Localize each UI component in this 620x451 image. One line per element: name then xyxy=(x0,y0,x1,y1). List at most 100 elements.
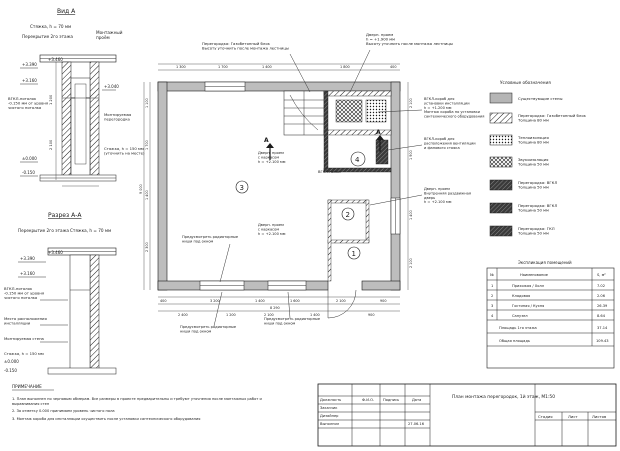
va-lv-3160: +3.160 xyxy=(22,78,37,83)
dim-b3-3: 2 100 xyxy=(264,313,274,317)
expl-r4-area: 8.64 xyxy=(597,314,606,318)
note-gkl-box2-l3: и фанового стояка xyxy=(424,146,460,150)
room-4-label: 4 xyxy=(355,156,360,164)
view-a-mount-hole-l1: Монтажный xyxy=(96,30,123,35)
note-door-inner-l4: h = +2.100 мм xyxy=(424,200,452,204)
notes-line-2: выравнивания стен xyxy=(12,402,50,406)
va-dim-2100: 2 100 xyxy=(49,139,53,150)
notes-block: ПРИМЕЧАНИЕ 1. План выполнен по черновым … xyxy=(12,384,263,421)
saa-lv-3390: +3.390 xyxy=(20,256,35,261)
staircase xyxy=(283,90,325,136)
view-a-detail: Вид А Стяжка, h = 70 мм Перекрытие 2го э… xyxy=(8,8,145,187)
note-heater3-l1: Предусмотреть радиаторные xyxy=(264,317,321,321)
note-opening-top: Дверн. проем h = +1.900 мм Высоту уточни… xyxy=(366,32,453,46)
dim-right-1: 2 100 xyxy=(409,98,413,108)
legend-label-4: Звукоизоляция Толщина 50 мм xyxy=(517,157,550,166)
va-gkl-ceiling: ВГКЛ-потолок -0.150 мм от уровня чистого… xyxy=(8,96,49,110)
expl-header-no: № xyxy=(490,273,494,277)
note-door2-l3: h = +2.100 мм xyxy=(258,232,286,236)
dimensions-left: 1 100 1 700 1 400 2 300 9 000 xyxy=(139,82,151,290)
va-lv-0000: ±0.000 xyxy=(22,156,37,161)
section-letter-left: А xyxy=(264,137,269,144)
legend-label-6-l1: Перегородка: ВГКЛ xyxy=(518,203,557,208)
bathroom-room: 4 xyxy=(323,90,392,173)
va-lv-3040: +3.040 xyxy=(104,84,119,89)
legend-swatch-4 xyxy=(489,156,513,168)
note-door1-l3: h = +2.100 мм xyxy=(258,160,286,164)
dim-b1-5: 2 100 xyxy=(336,299,346,303)
va-gkl-ceiling-l2: -0.150 мм от уровня xyxy=(8,101,48,106)
dim-top-2: 1 700 xyxy=(218,65,228,69)
legend-label-3-l2: Толщина 80 мм xyxy=(517,139,549,144)
note-heater2-l2: ниши под окном xyxy=(180,329,212,333)
expl-r3-no: 3 xyxy=(491,304,493,308)
va-screed-floor-l1: Стяжка, h = 150 мм xyxy=(104,146,144,151)
legend-swatch-2 xyxy=(489,112,513,124)
note-door1: Дверн. проем с каркасом h = +2.100 мм xyxy=(258,151,286,164)
legend-label-4-l2: Толщина 50 мм xyxy=(517,161,549,166)
legend-swatch-3 xyxy=(489,134,513,146)
stamp-date-label: Дата xyxy=(412,398,421,402)
legend-label-6-l2: Толщина 50 мм xyxy=(517,207,549,212)
dim-top-4: 1 800 xyxy=(340,65,350,69)
note-gkl-shelf: ВГКЛ-полки xyxy=(318,170,341,174)
stamp-executor-label: Выполнил xyxy=(320,422,339,426)
saa-riser: Место расположения инсталляции xyxy=(4,316,48,326)
legend-label-2-l2: Толщина 80 мм xyxy=(517,117,549,122)
section-aa-title: Разрез А-А xyxy=(48,212,82,219)
expl-r2-no: 2 xyxy=(491,294,493,298)
note-door-inner-l2: Внутренняя раздвижная xyxy=(424,191,471,195)
expl-r1-name: Прихожая / Холл xyxy=(512,284,544,288)
notes-line-3: 2. За отметку 0.000 принимаем уровень чи… xyxy=(12,409,115,413)
view-a-overlap: Перекрытие 2го этажа xyxy=(22,34,73,39)
legend-label-3: Теплоизоляция Толщина 80 мм xyxy=(517,135,550,144)
notes-line-4: 3. Монтаж короба для инсталляции осущест… xyxy=(12,417,200,421)
note-opening-top-l1: Дверн. проем xyxy=(366,32,393,37)
entrance-door-swing xyxy=(327,289,357,319)
legend-label-7: Перегородка: ГКЛ Толщина 50 мм xyxy=(517,226,556,235)
stamp-designer-label: Дизайнер xyxy=(320,414,339,418)
dimensions-top: 1 300 1 700 1 400 1 800 400 xyxy=(158,63,400,71)
expl-r1-area: 7.02 xyxy=(597,284,605,288)
va-mount-partition: Монтируемая перегородка xyxy=(104,112,132,122)
legend-label-1: Существующие стены xyxy=(518,96,563,101)
note-partition-l1: Перегородка: Газобетонный блок xyxy=(202,41,271,46)
dim-b3-5: 900 xyxy=(368,313,374,317)
room-2-label: 2 xyxy=(346,211,350,219)
wall-top xyxy=(157,81,401,92)
dim-b1-4: 1 600 xyxy=(290,299,300,303)
saa-gkl-ceiling-l3: чистого потолка xyxy=(4,295,37,300)
legend-swatch-6 xyxy=(489,202,513,214)
expl-r3-area: 26.39 xyxy=(597,304,608,308)
stamp-drawing-title: План монтажа перегородок, 1й этаж, М1:50 xyxy=(452,393,555,400)
saa-lv-3160: +3.160 xyxy=(20,271,35,276)
expl-r2-area: 2.06 xyxy=(597,294,606,298)
saa-gkl-ceiling-l1: ВГКЛ-потолок xyxy=(4,286,33,291)
dim-b3-4: 1 400 xyxy=(310,313,320,317)
expl-total-area-label: Общая площадь xyxy=(499,339,530,343)
dim-right-4: 2 100 xyxy=(409,258,413,268)
expl-floor-area-label: Площадь 1го этажа xyxy=(499,326,537,330)
expl-header-area: S, м² xyxy=(597,273,606,277)
title-block: Должность Ф.И.О. Подпись Дата Заказчик Д… xyxy=(317,383,617,447)
expl-r1-no: 1 xyxy=(491,284,493,288)
note-gkl-box2: ВГКЛ-короб для расположения вентиляции и… xyxy=(424,137,477,150)
expl-header-name: Наименование xyxy=(520,273,549,277)
dim-left-4: 2 300 xyxy=(145,242,149,252)
expl-floor-area-value: 37.14 xyxy=(597,326,608,330)
va-mount-partition-l2: перегородка xyxy=(104,117,130,122)
stamp-sign-label: Подпись xyxy=(383,398,399,402)
note-gkl-box2-l2: расположения вентиляции xyxy=(424,141,476,145)
va-gkl-ceiling-l1: ВГКЛ-потолок xyxy=(8,96,37,101)
va-lv-3390: +3.390 xyxy=(22,62,37,67)
note-door-inner-l1: Дверн. проем xyxy=(424,187,450,191)
dim-b3-2: 1 200 xyxy=(226,313,236,317)
dim-right-3: 1 400 xyxy=(409,210,413,220)
dim-b1-6: 900 xyxy=(380,299,386,303)
note-gkl-box1: ВГКЛ-короб для установки инсталляции h =… xyxy=(424,97,484,119)
view-a-mount-hole-l2: проём xyxy=(96,35,110,40)
stamp-fio-label: Ф.И.О. xyxy=(362,398,374,402)
view-a-mount-hole: Монтажный проём xyxy=(96,30,124,40)
note-opening-top-l2: h = +1.900 мм xyxy=(366,37,395,42)
